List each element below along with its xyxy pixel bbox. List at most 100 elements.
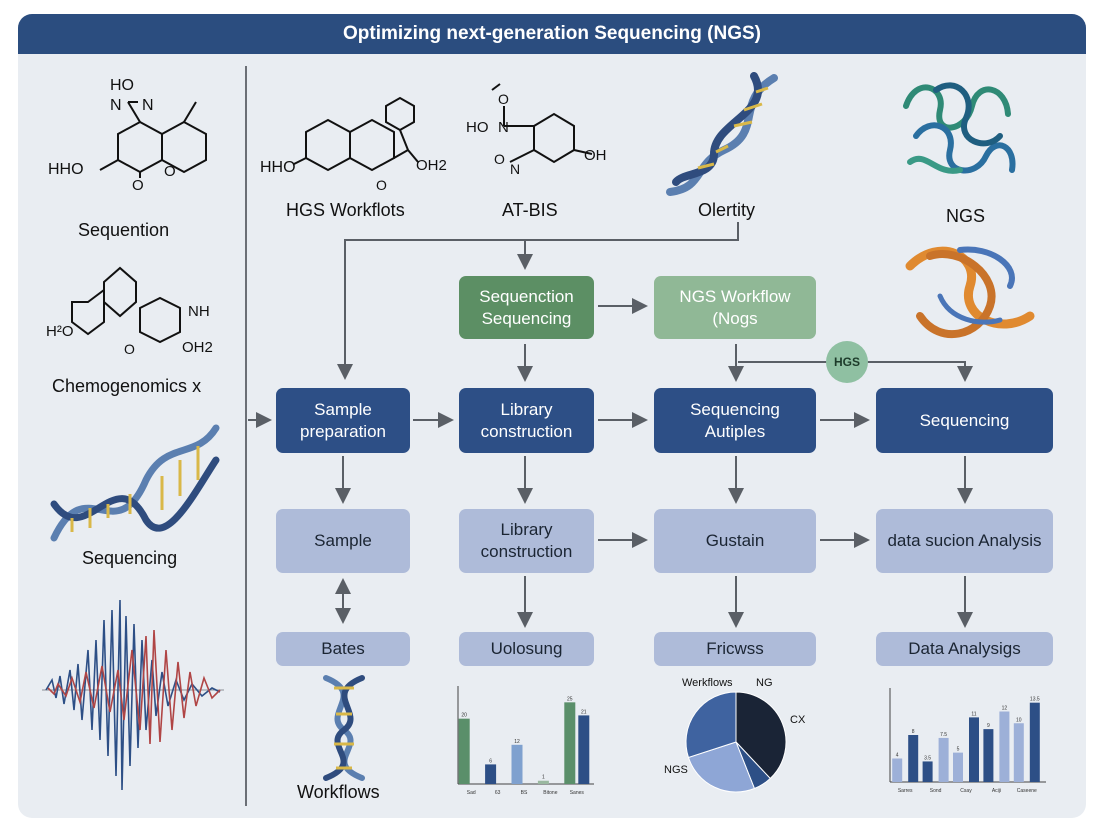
box-fricwss[interactable]: Fricwss (654, 632, 816, 666)
bar-value-label: 9 (987, 723, 990, 729)
box-data-suction-analysis[interactable]: data sucion Analysis (876, 509, 1053, 573)
pie-slice (685, 691, 737, 759)
bar (908, 735, 919, 782)
bar-value-label: 3.5 (924, 755, 931, 761)
bar-value-label: 8 (912, 729, 915, 735)
x-tick-label: Csay (960, 788, 972, 794)
box-bates[interactable]: Bates (276, 632, 410, 666)
box-sequencing-autiples[interactable]: Sequencing Autiples (654, 388, 816, 453)
pie-slice (687, 741, 756, 793)
chem-text: HHO (260, 159, 296, 176)
x-tick-label: 63 (495, 790, 501, 796)
bar-value-label: 12 (514, 739, 520, 745)
label-hgs-workflots: HGS Workflots (286, 200, 405, 220)
bar-value-label: 20 (461, 713, 467, 719)
bar (1029, 702, 1040, 782)
chem-text: HO (466, 119, 489, 136)
bar-value-label: 10 (1016, 717, 1022, 723)
bar-value-label: 6 (489, 758, 492, 764)
chem-text: N (142, 97, 154, 114)
bar-value-label: 25 (567, 696, 573, 702)
box-sample[interactable]: Sample (276, 509, 410, 573)
x-tick-label: Sond (930, 788, 942, 794)
box-gustain[interactable]: Gustain (654, 509, 816, 573)
bar (922, 761, 933, 782)
x-tick-label: BS (521, 790, 528, 796)
x-tick-label: Caseene (1017, 788, 1037, 794)
pie-label-ngs: NGS (664, 764, 688, 776)
chemical-structure-icon: NH H²O O OH2 (46, 266, 213, 357)
pie-label-ng: NG (756, 677, 773, 689)
bar (999, 711, 1010, 782)
bar-value-label: 13.5 (1030, 697, 1040, 703)
label-at-bis: AT-BIS (502, 200, 558, 220)
box-data-analysis[interactable]: Data Analysigs (876, 632, 1053, 666)
bar-value-label: 12 (1002, 706, 1008, 712)
bar-value-label: 7.5 (940, 732, 947, 738)
box-sequencing[interactable]: Sequencing (876, 388, 1053, 453)
chemical-structure-icon: O HO N O N OH (466, 83, 607, 177)
pie-chart (685, 691, 787, 793)
bar (537, 780, 549, 784)
chromatogram-icon (42, 599, 224, 791)
left-divider (245, 66, 247, 806)
label-sequencing-left: Sequencing (82, 548, 178, 568)
chem-text: O (494, 151, 505, 167)
box-sample-preparation[interactable]: Sample preparation (276, 388, 410, 453)
chemical-structure-icon: HHO O OH2 (260, 96, 447, 193)
box-ngs-workflow[interactable]: NGS Workflow (Nogs (654, 276, 816, 339)
label-workflows: Workflows (297, 782, 380, 802)
bar-chart-2: 48Sarres3.57.5Sond511Csay912Aciji1013.5C… (889, 688, 1046, 794)
chem-text: N (510, 161, 520, 177)
bar (892, 758, 903, 782)
box-sequenction-sequencing[interactable]: Sequenction Sequencing (459, 276, 594, 339)
bar (938, 737, 949, 782)
bar-value-label: 11 (971, 711, 976, 717)
chem-text: N (110, 97, 122, 114)
chem-text: N (498, 119, 509, 136)
bar (564, 702, 576, 784)
bar (953, 752, 963, 782)
dna-helix-icon (50, 424, 220, 542)
pie-label-cx: CX (790, 714, 806, 726)
hgs-badge[interactable]: HGS (826, 341, 868, 383)
chem-text: OH2 (416, 157, 447, 174)
box-library-construction[interactable]: Library construction (459, 388, 594, 453)
box-uolosung[interactable]: Uolosung (459, 632, 594, 666)
x-tick-label: Sarres (898, 788, 913, 794)
chem-text: O (164, 163, 176, 180)
label-sequention: Sequention (78, 220, 170, 240)
dna-ribbon-icon (905, 246, 1035, 338)
bar-value-label: 4 (896, 753, 899, 759)
protein-structure-icon (903, 82, 1016, 174)
dna-helix-icon (323, 675, 365, 781)
chemical-structure-icon: HO N N HHO O O (48, 77, 207, 192)
chem-text: OH2 (182, 339, 213, 356)
x-tick-label: Aciji (992, 788, 1001, 794)
chem-text: OH (584, 147, 607, 164)
chem-text: HHO (48, 161, 84, 178)
bar (969, 717, 979, 782)
page-title: Optimizing next-generation Sequencing (N… (18, 14, 1086, 54)
dna-helix-icon (666, 72, 778, 196)
pie-label-workflows: Werkflows (682, 677, 733, 689)
label-olertity: Olertity (698, 200, 756, 220)
bar (458, 718, 470, 784)
bar (511, 744, 523, 784)
chem-text: O (376, 177, 387, 193)
chem-text: O (498, 91, 509, 107)
x-tick-label: Sanes (570, 790, 585, 796)
x-tick-label: Bitone (543, 790, 557, 796)
chem-text: HO (110, 77, 134, 94)
bar-value-label: 1 (542, 775, 545, 781)
bar (1013, 723, 1024, 782)
x-tick-label: Sad (467, 790, 476, 796)
label-chemogenomics: Chemogenomics x (52, 376, 202, 396)
bar (485, 764, 497, 784)
chem-text: NH (188, 303, 210, 320)
chem-text: H²O (46, 323, 74, 340)
label-ngs-top: NGS (946, 206, 986, 226)
box-library-construction-2[interactable]: Library construction (459, 509, 594, 573)
